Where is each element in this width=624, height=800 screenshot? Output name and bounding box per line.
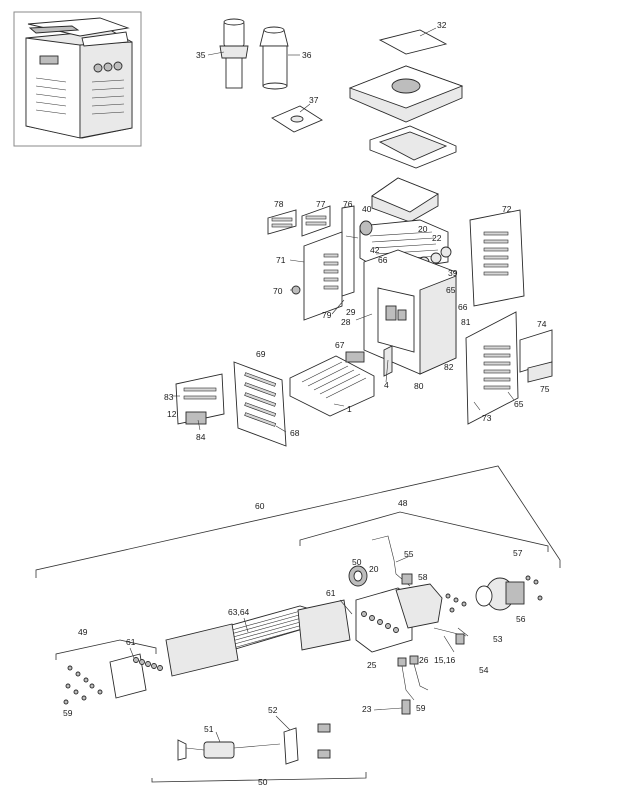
label-28: 28 [341,317,351,327]
label-22: 22 [432,233,442,243]
label-70: 70 [273,286,283,296]
label-15-16: 15,16 [434,655,456,665]
label-61-b: 61 [126,637,136,647]
label-20: 20 [418,224,428,234]
label-23: 23 [362,704,372,714]
right-header-48 [355,583,443,653]
leader-lines [129,27,515,743]
label-73: 73 [482,413,492,423]
label-39: 39 [448,268,458,278]
top-plate-32 [378,29,448,55]
label-61: 61 [326,588,336,598]
label-58: 58 [418,572,428,582]
label-26: 26 [419,655,429,665]
label-83: 83 [164,392,174,402]
tube-bundle-63-64 [165,599,351,677]
label-59-b: 59 [416,703,426,713]
label-82: 82 [444,362,454,372]
label-67: 67 [335,340,345,350]
label-63-64: 63,64 [228,607,250,617]
label-74: 74 [537,319,547,329]
label-65-b: 65 [514,399,524,409]
lower-assembly [63,535,543,765]
front-panel [233,361,287,447]
heater-thumbnail [13,11,142,147]
label-80: 80 [414,381,424,391]
label-72: 72 [502,204,512,214]
label-76: 76 [343,199,353,209]
label-54: 54 [479,665,489,675]
label-35: 35 [196,50,206,60]
label-1: 1 [347,404,352,414]
vent-pipe-36 [259,26,289,90]
label-52: 52 [268,705,278,715]
label-79: 79 [322,310,332,320]
cabinet-body [363,249,457,375]
label-59: 59 [63,708,73,718]
label-71: 71 [276,255,286,265]
label-20-b: 20 [369,564,379,574]
label-36: 36 [302,50,312,60]
label-50: 50 [352,557,362,567]
label-84: 84 [196,432,206,442]
lower-brackets [35,465,561,783]
pressure-relief-56 [475,577,525,611]
label-32: 32 [437,20,447,30]
upper-assembly [175,18,553,447]
label-81: 81 [461,317,471,327]
label-51: 51 [204,724,214,734]
label-68: 68 [290,428,300,438]
label-50-b: 50 [258,777,268,787]
label-75: 75 [540,384,550,394]
label-55: 55 [404,549,414,559]
label-65: 65 [446,285,456,295]
label-66: 66 [378,255,388,265]
label-29: 29 [346,307,356,317]
vent-pipe-35 [219,18,249,89]
label-40: 40 [362,204,372,214]
burner-tray [289,355,375,417]
label-66-b: 66 [458,302,468,312]
label-56: 56 [516,614,526,624]
label-4: 4 [384,380,389,390]
part-labels: 32 35 36 37 78 77 76 40 20 22 42 72 71 6… [63,20,550,787]
label-42: 42 [370,245,380,255]
label-78: 78 [274,199,284,209]
label-57: 57 [513,548,523,558]
label-37: 37 [309,95,319,105]
label-69: 69 [256,349,266,359]
label-60: 60 [255,501,265,511]
label-53: 53 [493,634,503,644]
label-12: 12 [167,409,177,419]
label-48: 48 [398,498,408,508]
bypass-assembly-50 [177,723,331,765]
label-25: 25 [367,660,377,670]
label-49: 49 [78,627,88,637]
label-77: 77 [316,199,326,209]
